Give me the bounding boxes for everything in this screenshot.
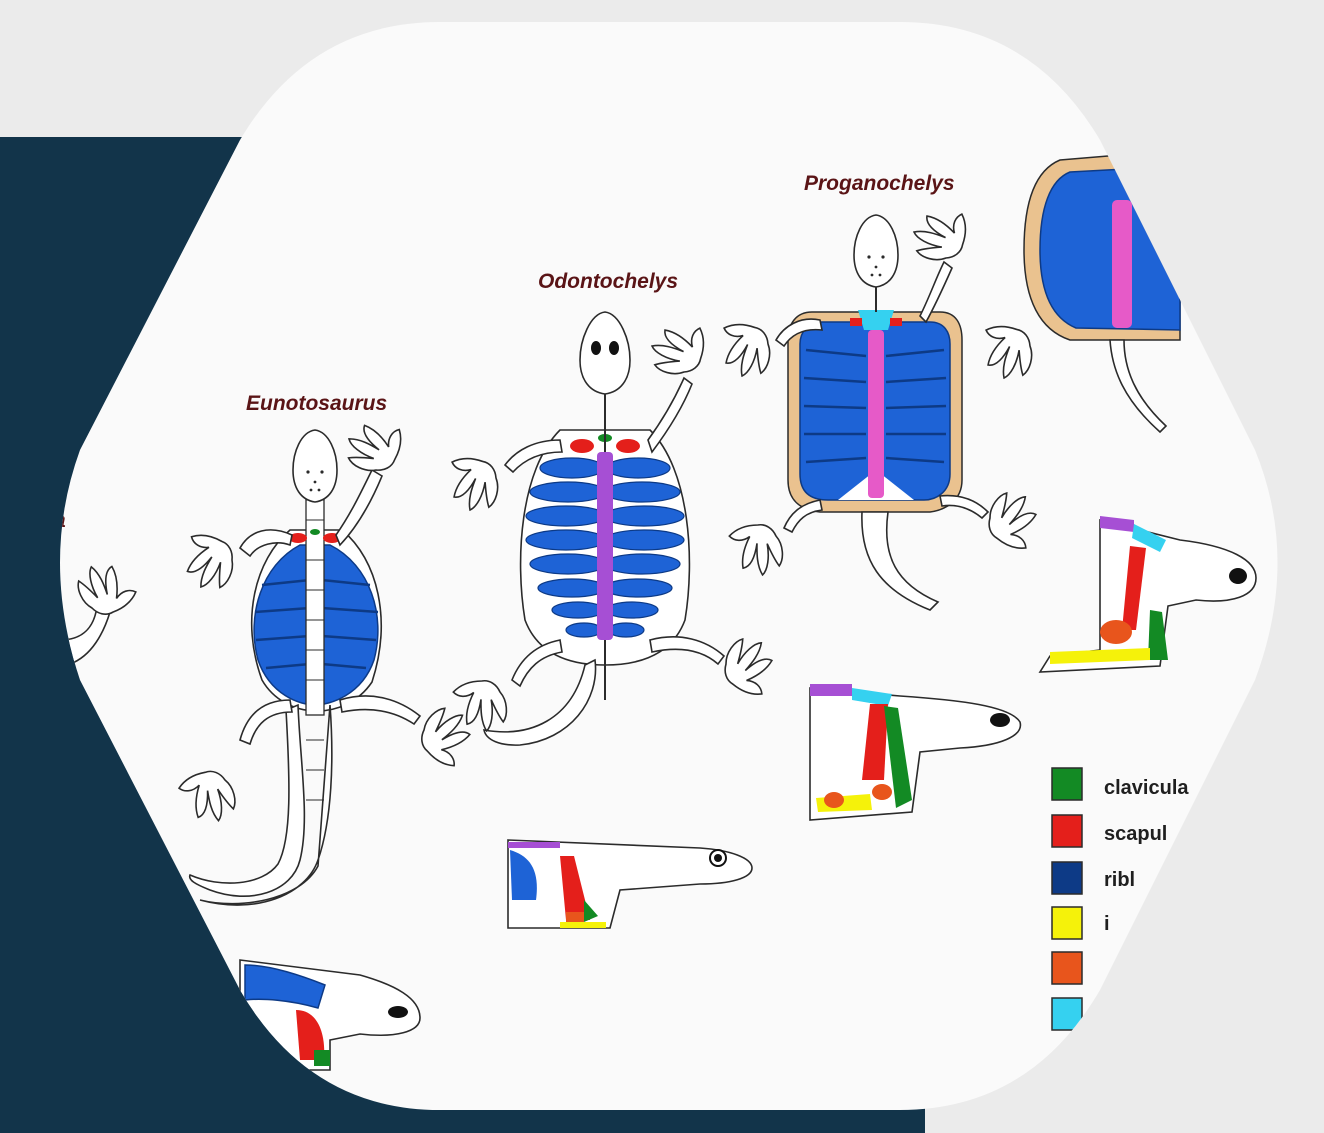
proganochelys-side-humerus-2	[872, 784, 892, 800]
odontochelys-side-pupil	[714, 854, 722, 862]
legend-label-3: i	[1104, 913, 1110, 935]
proganochelys-spine	[868, 330, 884, 498]
proganochelys-skull	[854, 215, 898, 287]
right-side-humerus	[1100, 620, 1132, 644]
eunotosaurus-side-clavicula	[314, 1050, 330, 1066]
legend-swatch-4	[1052, 952, 1082, 984]
legend-swatch-3	[1052, 907, 1082, 939]
legend-swatch-1	[1052, 815, 1082, 847]
eunotosaurus-skull	[293, 430, 337, 502]
odontochelys-eye-left	[591, 341, 601, 355]
odontochelys-eye-right	[609, 341, 619, 355]
right-side-eye	[1229, 568, 1247, 584]
proganochelys-side-vertebrae	[810, 684, 852, 696]
legend-label-0: clavicula	[1104, 777, 1189, 799]
legend-label-2: ribl	[1104, 869, 1135, 891]
eunotosaurus-side-eye	[388, 1006, 408, 1018]
odontochelys-side-humerus	[566, 912, 584, 922]
proganochelys-side-eye	[990, 713, 1010, 727]
proganochelys-scapula-left	[850, 318, 862, 326]
species-label-odontochelys: Odontochelys	[538, 270, 678, 293]
proganochelys-side-humerus	[824, 792, 844, 808]
species-label-proganochelys: Proganochelys	[804, 172, 955, 195]
legend-swatch-0	[1052, 768, 1082, 800]
odontochelys-side-vertebrae	[508, 842, 560, 848]
odontochelys-spine	[597, 452, 613, 640]
eunotosaurus-clavicula	[310, 529, 320, 535]
odontochelys-scapula-left	[570, 439, 594, 453]
proganochelys-cleithrum	[858, 310, 894, 330]
species-label-eunotosaurus: Eunotosaurus	[246, 392, 387, 415]
legend-label-1: scapul	[1104, 823, 1167, 845]
odontochelys-scapula-right	[616, 439, 640, 453]
odontochelys-side-ilium	[560, 922, 606, 928]
proganochelys-scapula-right	[890, 318, 902, 326]
legend-swatch-2	[1052, 862, 1082, 894]
right-turtle-spine	[1112, 200, 1132, 328]
